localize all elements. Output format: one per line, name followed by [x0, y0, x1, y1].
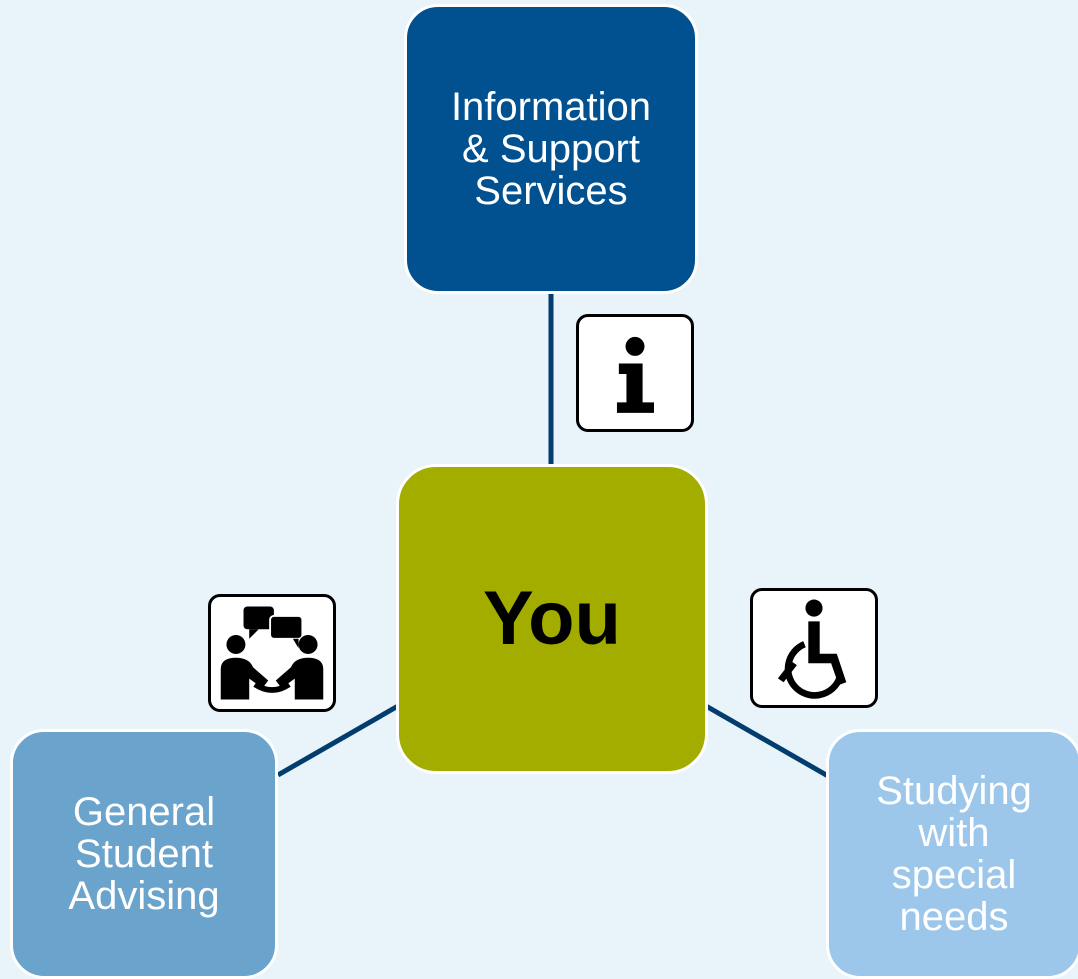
conversation-icon [208, 594, 336, 712]
node-you: You [396, 464, 708, 774]
node-left-label: General Student Advising [68, 790, 220, 918]
information-icon [576, 314, 694, 432]
connector-right [704, 703, 830, 779]
node-information-support-services: Information & Support Services [404, 4, 698, 294]
node-studying-with-special-needs: Studying with special needs [826, 729, 1078, 979]
connector-left [276, 703, 400, 778]
node-right-label: Studying with special needs [876, 769, 1032, 939]
node-general-student-advising: General Student Advising [10, 729, 278, 979]
wheelchair-icon [750, 588, 878, 708]
node-top-label: Information & Support Services [450, 85, 652, 213]
node-center-label: You [483, 576, 621, 662]
